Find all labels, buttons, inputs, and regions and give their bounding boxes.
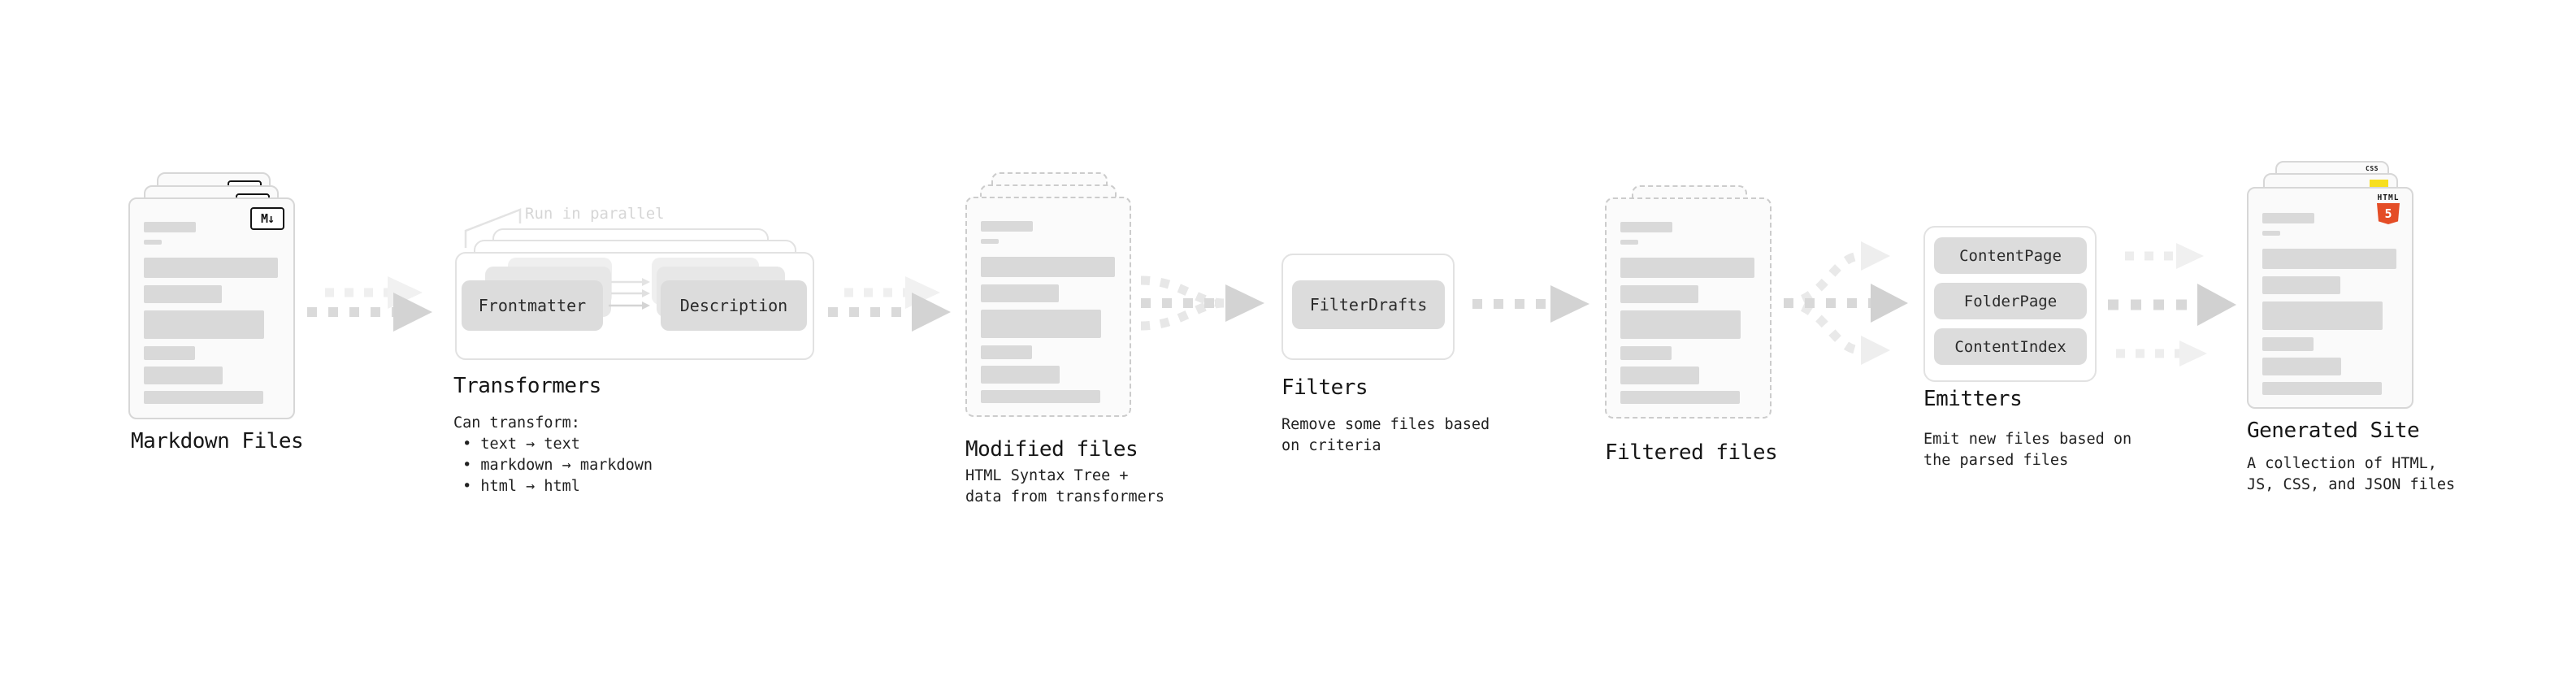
transformer-pill-frontmatter: Frontmatter xyxy=(462,280,603,331)
text-line-bar xyxy=(981,284,1059,302)
modified-files-stack xyxy=(965,172,1136,420)
text-line-bar xyxy=(981,239,999,244)
text-line-bar xyxy=(144,346,195,360)
generated-site-desc: A collection of HTML, JS, CSS, and JSON … xyxy=(2247,453,2455,496)
flow-arrows-parallel-icon xyxy=(2108,243,2236,367)
text-line-bar xyxy=(1620,285,1698,303)
desc-line: Can transform: xyxy=(453,414,580,432)
emitters-label: Emitters xyxy=(1923,387,2023,411)
text-line-bar xyxy=(144,285,222,303)
desc-line: HTML Syntax Tree + xyxy=(965,467,1129,484)
desc-line: • text → text xyxy=(453,436,580,453)
desc-line: • markdown → markdown xyxy=(453,457,653,474)
text-line-bar xyxy=(144,391,263,404)
filtered-files-stack xyxy=(1605,185,1776,421)
doc-content-lines xyxy=(2249,213,2412,395)
file-card-dashed xyxy=(1605,197,1772,419)
generated-site-label: Generated Site xyxy=(2247,419,2420,443)
transformers-desc: Can transform: • text → text • markdown … xyxy=(453,413,653,497)
text-line-bar xyxy=(1620,391,1740,404)
text-line-bar xyxy=(1620,310,1741,339)
note-bracket-icon xyxy=(464,208,522,248)
flow-arrow-icon xyxy=(828,276,951,332)
html5-badge-icon: HTML 5 xyxy=(2374,194,2402,224)
transformer-pill-description: Description xyxy=(661,280,807,331)
desc-line: the parsed files xyxy=(1923,452,2069,469)
emitter-pill-contentindex: ContentIndex xyxy=(1934,328,2087,365)
flow-arrow-icon xyxy=(1472,285,1589,323)
text-line-bar xyxy=(2262,382,2382,395)
desc-line: data from transformers xyxy=(965,488,1165,505)
parallel-arrows-icon xyxy=(609,278,650,310)
text-line-bar xyxy=(144,367,223,384)
filters-desc: Remove some files based on criteria xyxy=(1281,414,1490,457)
generated-site-stack: CSS HTML 5 xyxy=(2247,161,2418,413)
text-line-bar xyxy=(2262,301,2383,330)
text-line-bar xyxy=(144,310,264,339)
text-line-bar xyxy=(981,257,1115,277)
filter-pill-filterdrafts: FilterDrafts xyxy=(1292,280,1445,329)
doc-content-lines xyxy=(1607,222,1770,404)
text-line-bar xyxy=(981,390,1100,403)
flow-arrow-icon xyxy=(307,276,432,332)
desc-line: • html → html xyxy=(453,478,580,495)
text-line-bar xyxy=(981,221,1033,232)
text-line-bar xyxy=(981,366,1060,384)
modified-files-desc: HTML Syntax Tree + data from transformer… xyxy=(965,466,1164,508)
modified-files-label: Modified files xyxy=(965,437,1138,462)
text-line-bar xyxy=(1620,222,1672,232)
text-line-bar xyxy=(1620,346,1672,360)
text-line-bar xyxy=(144,222,196,232)
text-line-bar xyxy=(981,345,1032,359)
emitters-desc: Emit new files based on the parsed files xyxy=(1923,429,2131,471)
text-line-bar xyxy=(2262,358,2341,375)
flow-arrow-split-icon xyxy=(1783,241,1908,365)
text-line-bar xyxy=(2262,337,2314,351)
emitter-pill-contentpage: ContentPage xyxy=(1934,237,2087,274)
run-in-parallel-note: Run in parallel xyxy=(525,205,665,223)
text-line-bar xyxy=(2262,231,2280,236)
desc-line: JS, CSS, and JSON files xyxy=(2247,476,2456,493)
desc-line: Remove some files based xyxy=(1281,416,1490,433)
file-card: M↓ xyxy=(128,197,295,419)
flow-arrow-merge-icon xyxy=(1140,275,1264,331)
doc-content-lines xyxy=(967,221,1130,403)
file-card: HTML 5 xyxy=(2247,187,2413,409)
markdown-files-stack: M↓ M↓ M↓ xyxy=(128,172,298,420)
filtered-files-label: Filtered files xyxy=(1605,440,1778,465)
text-line-bar xyxy=(2262,249,2396,269)
markdown-files-label: Markdown Files xyxy=(131,429,304,453)
doc-content-lines xyxy=(130,222,293,404)
text-line-bar xyxy=(1620,258,1754,278)
desc-line: A collection of HTML, xyxy=(2247,455,2437,472)
text-line-bar xyxy=(2262,276,2340,294)
text-line-bar xyxy=(144,240,162,245)
desc-line: Emit new files based on xyxy=(1923,431,2132,448)
markdown-badge-icon: M↓ xyxy=(250,207,284,230)
text-line-bar xyxy=(981,310,1101,338)
text-line-bar xyxy=(2262,213,2314,223)
emitter-pill-folderpage: FolderPage xyxy=(1934,283,2087,319)
file-card-dashed xyxy=(965,197,1131,417)
text-line-bar xyxy=(144,258,278,278)
filters-label: Filters xyxy=(1281,375,1368,400)
transformers-label: Transformers xyxy=(453,374,601,398)
desc-line: on criteria xyxy=(1281,437,1381,454)
text-line-bar xyxy=(1620,367,1699,384)
text-line-bar xyxy=(1620,240,1638,245)
